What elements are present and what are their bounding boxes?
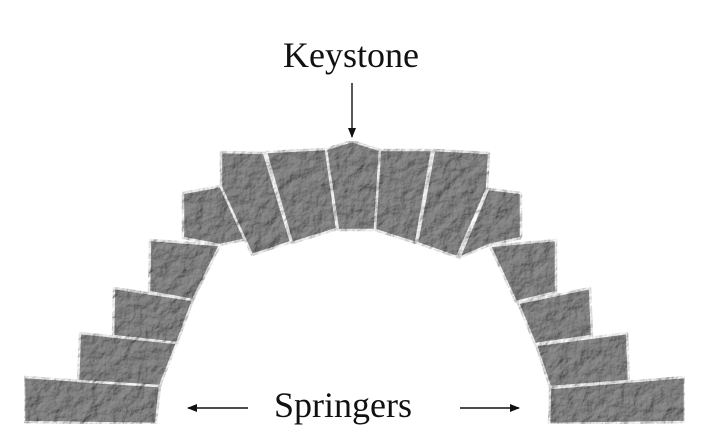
voussoir-right-2: [457, 187, 523, 260]
voussoir-right-1: [415, 148, 491, 259]
springers-label: Springers: [274, 385, 412, 425]
springer-right: [547, 375, 687, 426]
voussoir-left-2: [181, 184, 254, 247]
voussoir-left-3: [147, 238, 222, 302]
keystone-label: Keystone: [283, 35, 419, 75]
voussoir-right-3: [488, 238, 558, 304]
voussoir-left-1: [219, 150, 293, 257]
arch-stones: [22, 139, 687, 426]
voussoir-right-4: [516, 286, 594, 346]
